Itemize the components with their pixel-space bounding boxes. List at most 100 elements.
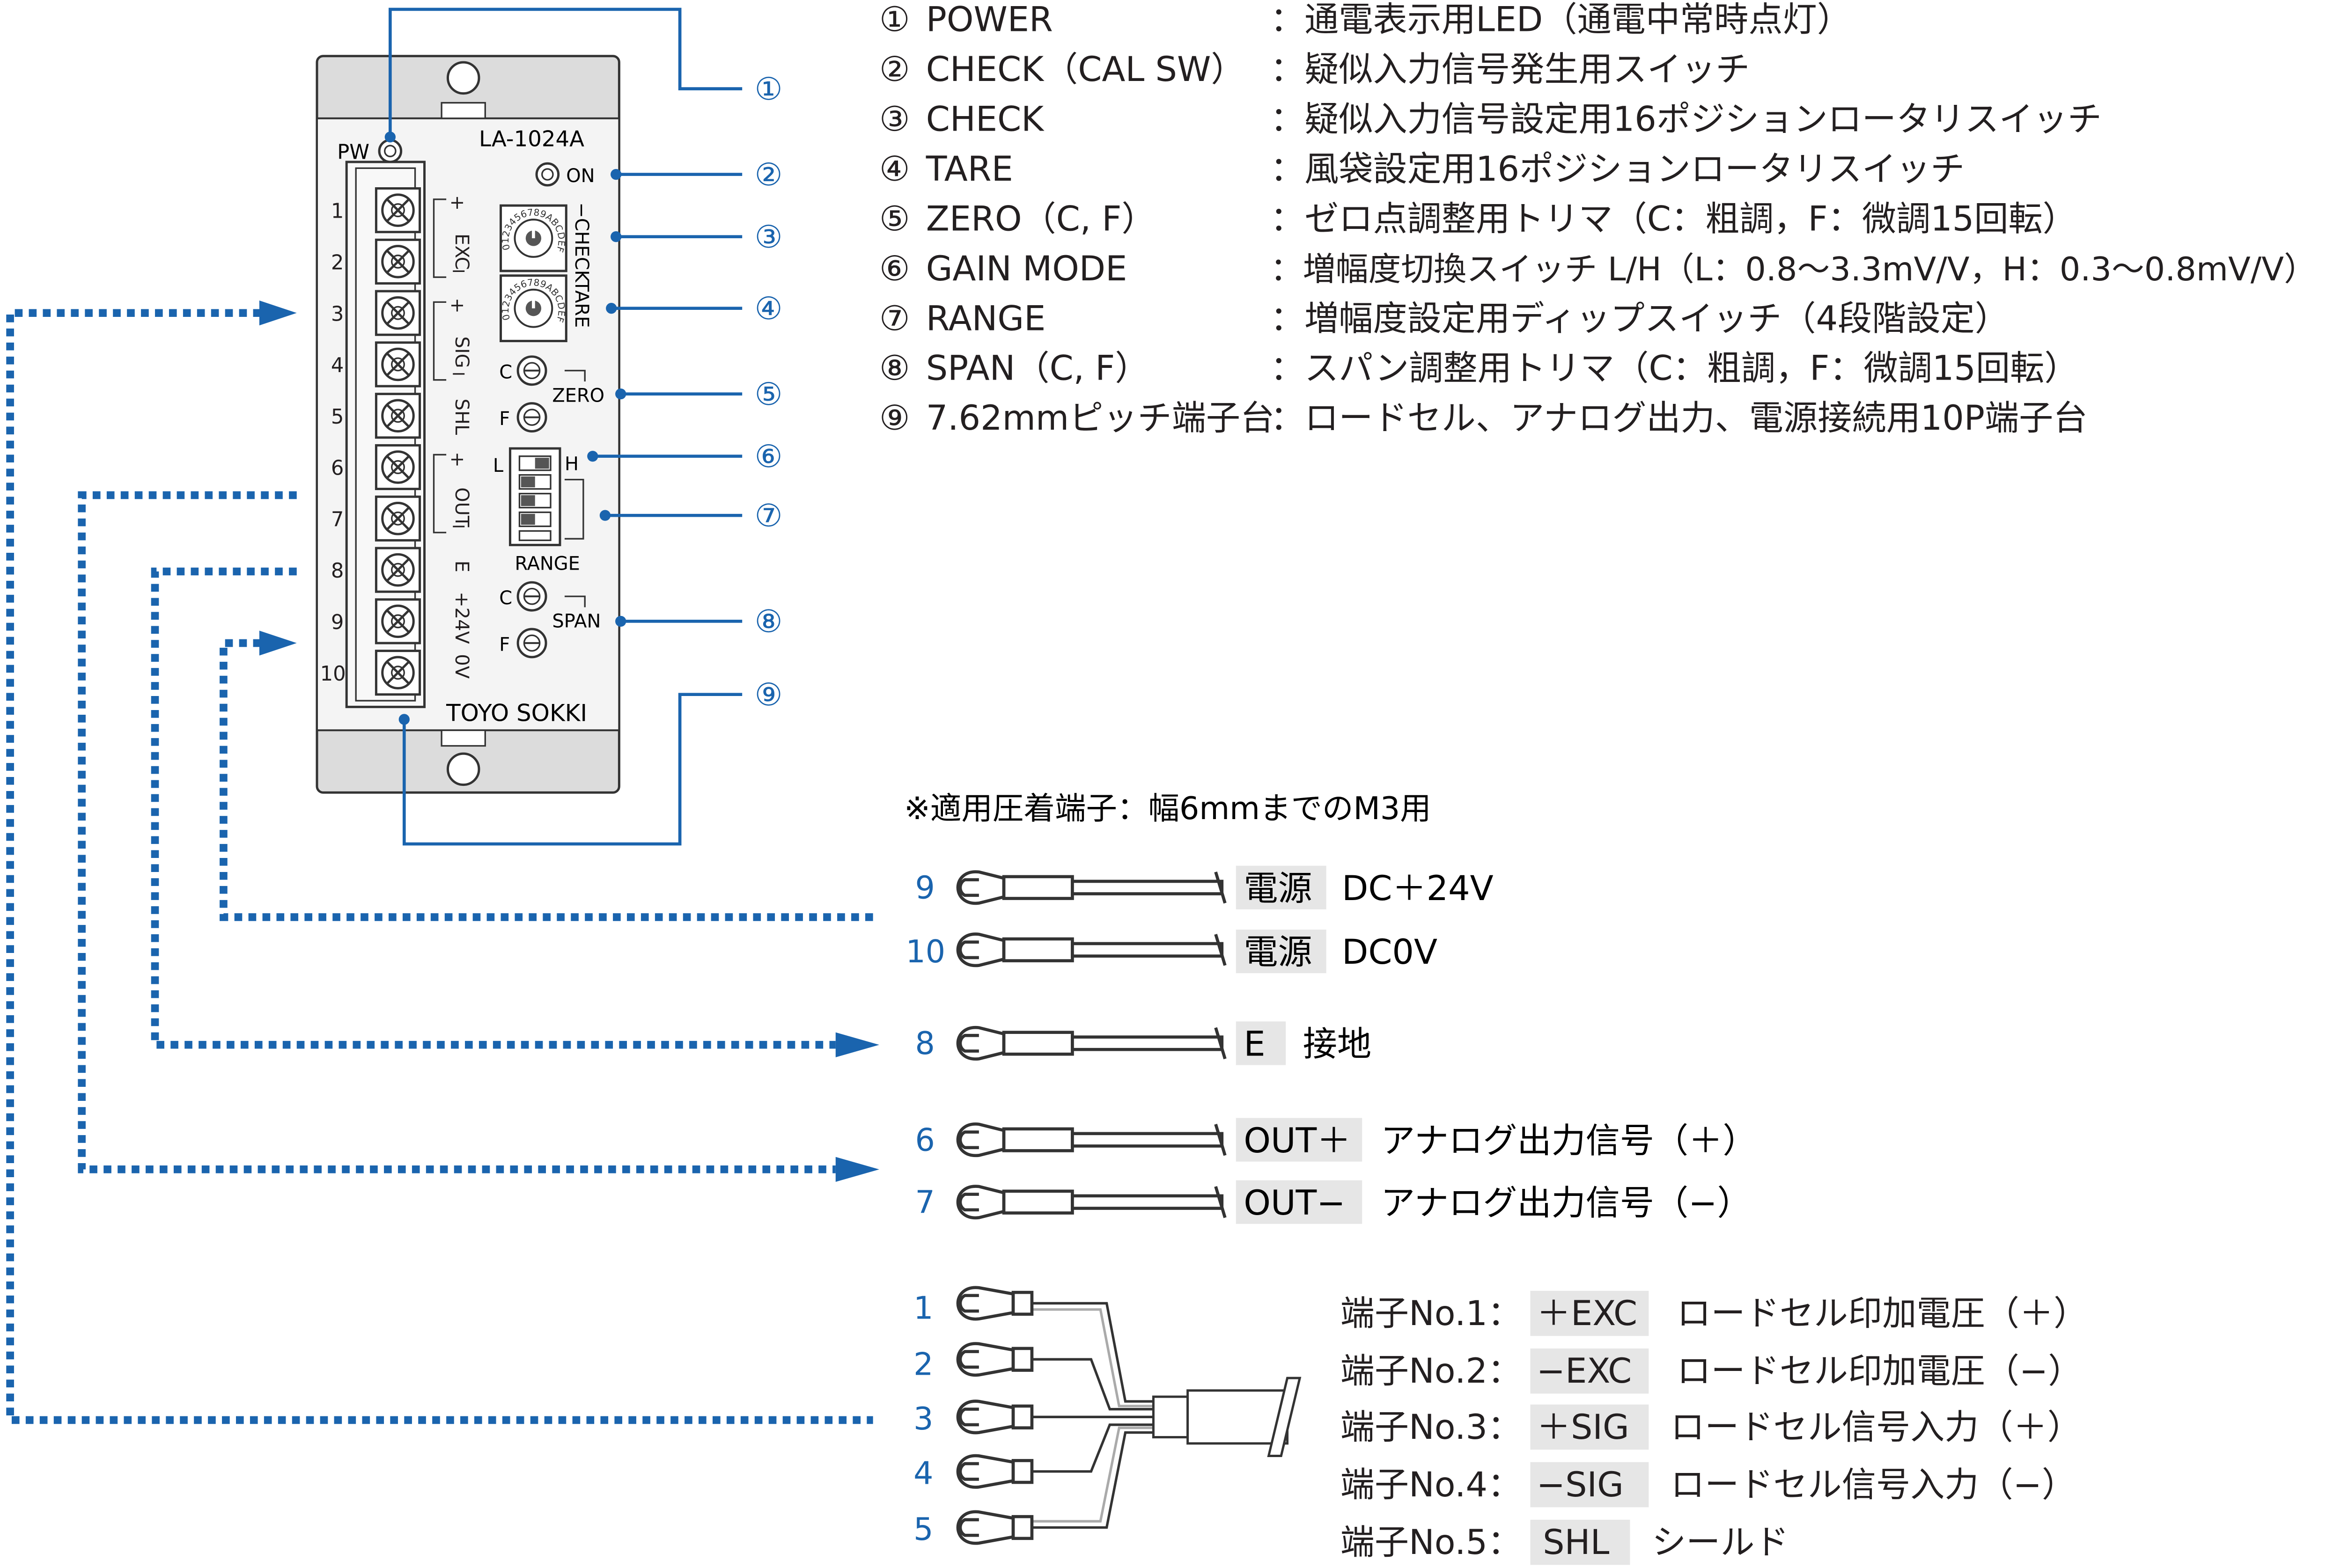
legend-num: ① bbox=[879, 0, 910, 40]
zero-c-label: C bbox=[499, 361, 512, 383]
range-label: RANGE bbox=[515, 553, 580, 575]
wire-number: 10 bbox=[905, 933, 945, 970]
callout-number: ⑦ bbox=[755, 497, 783, 534]
loadcell-tag-bg bbox=[1530, 1348, 1649, 1394]
legend-desc: ：疑似入力信号設定用16ポジションロータリスイッチ bbox=[1270, 99, 2102, 139]
tare-label: TARE bbox=[571, 280, 592, 328]
wire-tag-bg bbox=[1236, 1021, 1286, 1065]
span-label: SPAN bbox=[552, 611, 601, 632]
legend-row: ⑧ SPAN（C, F） ：スパン調整用トリマ（C：粗調，F：微調15回転） bbox=[879, 349, 2079, 388]
wire-tag-bg bbox=[1236, 930, 1326, 974]
callout-numbers: ① ② ③ ④ ⑤ ⑥ ⑦ ⑧ ⑨ bbox=[755, 71, 783, 713]
wire-tag: OUT− bbox=[1244, 1183, 1345, 1223]
wire-number: 9 bbox=[915, 870, 935, 906]
loadcell-tag: ＋SIG bbox=[1537, 1407, 1629, 1447]
legend-name: RANGE bbox=[926, 299, 1046, 338]
wire-desc: DC＋24V bbox=[1342, 869, 1494, 909]
on-label: ON bbox=[566, 165, 595, 187]
loadcell-tag-bg bbox=[1530, 1462, 1649, 1508]
legend-row: ⑨ 7.62mmピッチ端子台 ：ロードセル、アナログ出力、電源接続用10P端子台 bbox=[879, 398, 2088, 438]
gain-h-label: H bbox=[565, 454, 579, 475]
legend-row: ① POWER ：通電表示用LED（通電中常時点灯） bbox=[879, 0, 1851, 40]
sign-plus: + bbox=[449, 192, 465, 213]
wire-number: 7 bbox=[915, 1184, 935, 1221]
loadcell-tag: −EXC bbox=[1537, 1351, 1632, 1391]
wire-number: 8 bbox=[915, 1025, 935, 1062]
wire-tag: 電源 bbox=[1244, 869, 1312, 909]
zero-bracket bbox=[564, 370, 586, 382]
legend-row: ③ CHECK ：疑似入力信号設定用16ポジションロータリスイッチ bbox=[879, 99, 2102, 139]
gain-l-label: L bbox=[493, 455, 504, 476]
legend-desc: ：疑似入力信号発生用スイッチ bbox=[1270, 50, 1750, 89]
callout-number: ⑤ bbox=[755, 376, 783, 412]
wire-lug bbox=[958, 934, 1225, 966]
zero-fine-trimmer[interactable] bbox=[518, 403, 546, 432]
wire-number: 6 bbox=[915, 1121, 935, 1158]
terminal-number: 7 bbox=[331, 508, 344, 531]
wire-lug bbox=[958, 872, 1225, 903]
loadcell-tag-bg bbox=[1530, 1519, 1630, 1565]
callout-number: ③ bbox=[755, 219, 783, 255]
legend-desc: ：スパン調整用トリマ（C：粗調，F：微調15回転） bbox=[1270, 349, 2079, 388]
wire-tag-bg bbox=[1236, 1180, 1362, 1224]
v24-label: +24V bbox=[451, 592, 472, 644]
range-bracket bbox=[564, 478, 584, 540]
legend-num: ⑤ bbox=[879, 199, 910, 239]
legend-num: ⑥ bbox=[879, 249, 910, 289]
wire-lug bbox=[958, 1124, 1225, 1155]
loadcell-number: 1 bbox=[913, 1290, 933, 1326]
legend-num: ④ bbox=[879, 149, 910, 189]
tare-rotary-switch[interactable] bbox=[500, 274, 567, 343]
terminal-number: 2 bbox=[331, 251, 344, 275]
legend-name: CHECK（CAL SW） bbox=[926, 50, 1245, 89]
terminal-signal-labels: + EXC − + SIG − SHL + OUT − E +24V 0V bbox=[433, 192, 472, 679]
callout-lines bbox=[389, 7, 743, 846]
pw-label: PW bbox=[337, 140, 369, 164]
legend-row: ④ TARE ：風袋設定用16ポジションロータリスイッチ bbox=[879, 149, 1965, 189]
loadcell-term: 端子No.3： bbox=[1340, 1407, 1522, 1447]
callout-number: ⑥ bbox=[755, 438, 783, 475]
legend-name: POWER bbox=[926, 0, 1053, 40]
out-label: OUT bbox=[451, 487, 472, 528]
span-f-label: F bbox=[499, 634, 510, 656]
terminal-number: 8 bbox=[331, 559, 344, 583]
terminal-number: 6 bbox=[331, 457, 344, 480]
loadcell-cable bbox=[1029, 1302, 1302, 1529]
callout-number: ④ bbox=[755, 290, 783, 327]
legend-desc: ：風袋設定用16ポジションロータリスイッチ bbox=[1270, 149, 1965, 189]
loadcell-tag-bg bbox=[1530, 1290, 1649, 1336]
loadcell-tag: −SIG bbox=[1537, 1465, 1624, 1505]
loadcell-term: 端子No.4： bbox=[1340, 1465, 1522, 1505]
loadcell-numbers: 1 2 3 4 5 bbox=[913, 1290, 933, 1547]
legend-desc: ：通電表示用LED（通電中常時点灯） bbox=[1270, 0, 1851, 40]
legend-name: 7.62mmピッチ端子台 bbox=[926, 398, 1275, 438]
span-fine-trimmer[interactable] bbox=[518, 629, 546, 657]
model-label: LA-1024A bbox=[479, 126, 584, 152]
legend-row: ⑥ GAIN MODE ：増幅度切換スイッチ L/H（L：0.8〜3.3mV/V… bbox=[879, 249, 2317, 289]
check-rotary-switch[interactable] bbox=[500, 204, 567, 272]
terminal-numbers: 1 2 3 4 5 6 7 8 9 10 bbox=[320, 200, 346, 686]
loadcell-tag: ＋EXC bbox=[1537, 1294, 1637, 1334]
zero-coarse-trimmer[interactable] bbox=[518, 357, 546, 385]
check-switch[interactable] bbox=[535, 162, 560, 187]
loadcell-labels: 端子No.1： ＋EXC ロードセル印加電圧（＋） 端子No.2： −EXC ロ… bbox=[1340, 1290, 2088, 1565]
loadcell-desc: シールド bbox=[1652, 1523, 1789, 1562]
loadcell-desc: ロードセル印加電圧（−） bbox=[1677, 1351, 2082, 1391]
v0-label: 0V bbox=[451, 654, 472, 679]
wire-tag-bg bbox=[1236, 1118, 1362, 1162]
check-dash: − bbox=[571, 202, 592, 218]
loadcell-tag: SHL bbox=[1543, 1523, 1609, 1562]
range-dip-switch[interactable] bbox=[509, 447, 561, 546]
terminal-number: 4 bbox=[331, 354, 344, 377]
legend-row: ② CHECK（CAL SW） ：疑似入力信号発生用スイッチ bbox=[879, 50, 1750, 89]
legend: ① POWER ：通電表示用LED（通電中常時点灯） ② CHECK（CAL S… bbox=[879, 0, 2317, 438]
loadcell-number: 5 bbox=[913, 1511, 933, 1547]
terminal-number: 10 bbox=[320, 662, 346, 686]
sign-minus: − bbox=[451, 516, 466, 537]
power-led bbox=[378, 139, 403, 163]
wire-tag: E bbox=[1244, 1025, 1265, 1064]
loadcell-desc: ロードセル印加電圧（＋） bbox=[1677, 1294, 2088, 1334]
legend-desc: ：ロードセル、アナログ出力、電源接続用10P端子台 bbox=[1270, 398, 2088, 438]
callout-number: ⑨ bbox=[755, 676, 783, 713]
span-coarse-trimmer[interactable] bbox=[518, 582, 546, 610]
